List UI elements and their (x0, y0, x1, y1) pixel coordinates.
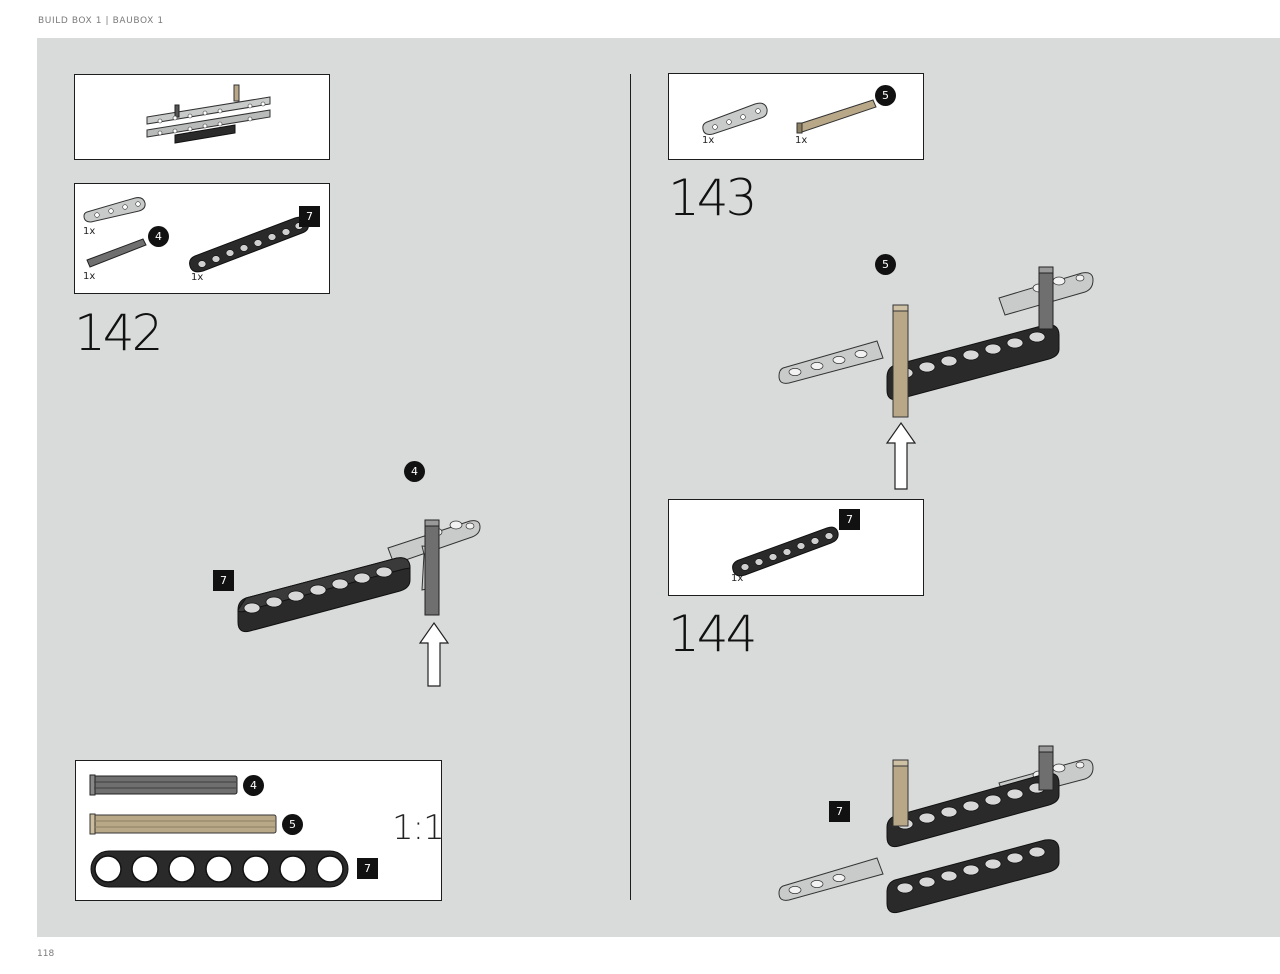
length-callout-circle: 5 (875, 254, 896, 275)
column-divider (630, 74, 631, 900)
length-callout-square: 7 (839, 509, 860, 530)
assembly-preview-image (146, 84, 271, 144)
part-quantity: 1x (191, 272, 204, 283)
step-number: 144 (668, 605, 757, 663)
part-quantity: 1x (795, 135, 808, 146)
part-quantity: 1x (702, 135, 715, 146)
step-number: 142 (74, 304, 163, 362)
step-144-illustration (778, 745, 1094, 914)
part-quantity: 1x (83, 271, 96, 282)
length-callout-square: 7 (299, 206, 320, 227)
parts-images (83, 197, 309, 273)
length-callout-square: 7 (357, 858, 378, 879)
length-callout-square: 7 (829, 801, 850, 822)
scale-ruler-box: 4 5 7 1:1 (75, 760, 445, 901)
scale-ratio: 1:1 (392, 808, 445, 848)
step-142-illustration (237, 519, 481, 687)
step-143-illustration (778, 266, 1094, 490)
parts-images (732, 526, 839, 577)
length-callout-circle: 5 (875, 85, 896, 106)
length-callout-square: 7 (213, 570, 234, 591)
previous-step-preview (74, 74, 330, 160)
step-number: 143 (668, 169, 757, 227)
length-callout-circle: 4 (404, 461, 425, 482)
parts-images (702, 99, 877, 135)
parts-list-step-143: 1x 1x 5 (668, 73, 924, 160)
length-callout-circle: 4 (148, 226, 169, 247)
parts-list-step-142: 1x 1x 1x 4 7 (74, 183, 330, 294)
part-quantity: 1x (83, 226, 96, 237)
scale-parts (89, 774, 349, 888)
parts-list-step-144: 1x 7 (668, 499, 924, 596)
page-header: BUILD BOX 1 | BAUBOX 1 (38, 16, 164, 26)
length-callout-circle: 5 (282, 814, 303, 835)
instruction-panel: 1x 1x 1x 4 7 142 4 7 (37, 38, 1280, 937)
page-number: 118 (37, 949, 55, 959)
part-quantity: 1x (731, 573, 744, 584)
length-callout-circle: 4 (243, 775, 264, 796)
